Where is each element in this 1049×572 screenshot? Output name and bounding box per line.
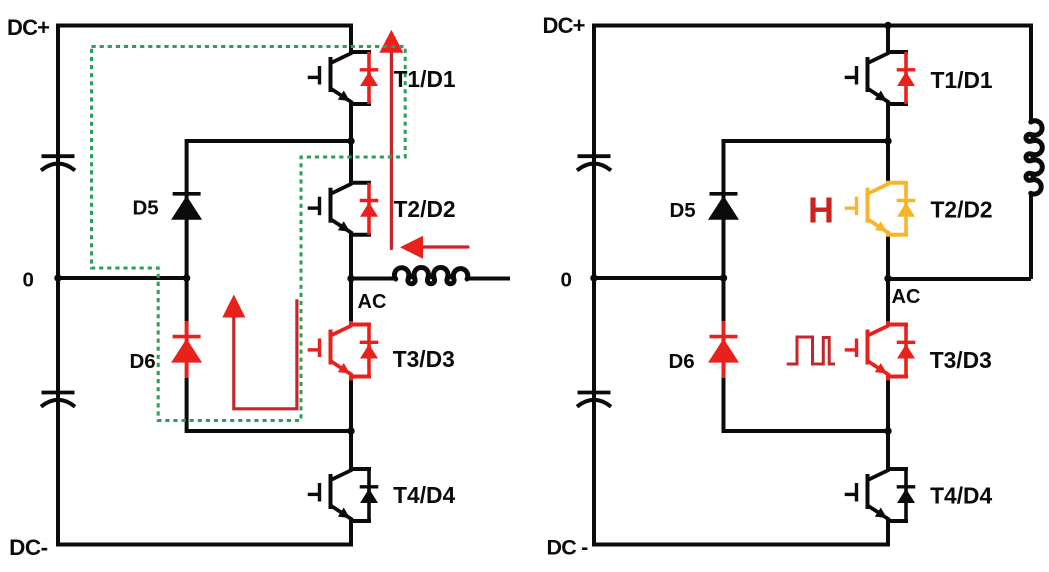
svg-text:T1/D1: T1/D1 xyxy=(931,67,993,93)
svg-text:T3/D3: T3/D3 xyxy=(930,347,992,373)
svg-text:DC+: DC+ xyxy=(543,13,585,38)
svg-text:DC+: DC+ xyxy=(7,15,49,40)
svg-text:0: 0 xyxy=(561,269,572,292)
svg-text:H: H xyxy=(808,189,834,230)
svg-text:D5: D5 xyxy=(133,197,159,220)
svg-text:T4/D4: T4/D4 xyxy=(930,483,992,509)
svg-text:T3/D3: T3/D3 xyxy=(393,346,455,372)
svg-text:D6: D6 xyxy=(130,350,156,373)
svg-text:T2/D2: T2/D2 xyxy=(931,197,993,223)
svg-text:DC-: DC- xyxy=(9,535,48,560)
svg-text:0: 0 xyxy=(23,269,34,292)
svg-text:T1/D1: T1/D1 xyxy=(394,66,456,92)
svg-text:D5: D5 xyxy=(670,199,696,222)
svg-text:D6: D6 xyxy=(669,350,695,373)
svg-text:T4/D4: T4/D4 xyxy=(393,482,455,508)
svg-text:DC -: DC - xyxy=(547,536,589,560)
svg-text:T2/D2: T2/D2 xyxy=(394,196,456,222)
svg-text:AC: AC xyxy=(358,291,387,313)
svg-text:AC: AC xyxy=(892,286,921,308)
